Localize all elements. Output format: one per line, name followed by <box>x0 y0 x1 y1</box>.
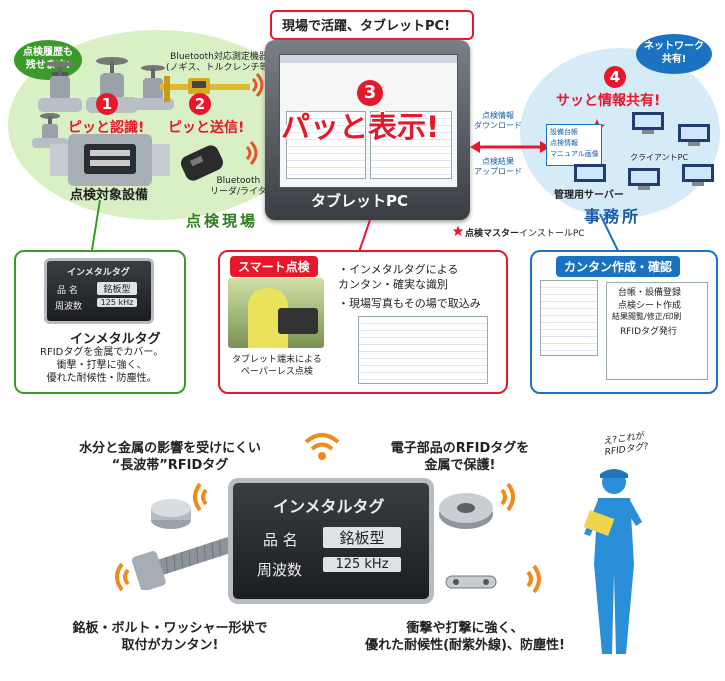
plate-title: インメタルタグ <box>273 497 385 516</box>
bt-device-label: Bluetooth対応測定機器 (ノギス、トルクレンチ等) <box>166 52 273 73</box>
step2-label: ピッと送信! <box>168 120 245 136</box>
easy-item: 台帳・設備登録 <box>618 288 682 298</box>
equipment-label: 点検対象設備 <box>70 188 149 203</box>
step4-label: サッと情報共有! <box>556 93 661 109</box>
step3-label: パッと表示! <box>281 110 440 144</box>
easy-item: 点検シート作成 <box>618 301 682 311</box>
person-speech: え?これが RFIDタグ? <box>602 431 649 458</box>
server-icon <box>574 164 606 182</box>
bolt-tag-icon <box>131 536 234 590</box>
wifi-icon <box>245 140 258 166</box>
tablet-headline-box <box>270 10 474 40</box>
plate-row2-val: 125 kHz <box>323 557 401 572</box>
plate-row1-key: 品 名 <box>263 531 298 549</box>
easy-item: RFIDタグ発行 <box>620 327 678 337</box>
screen-table <box>286 111 366 179</box>
tag-plate-row2-val: 125 kHz <box>97 298 137 307</box>
bt-reader-label: Bluetooth リーダ/ライタ <box>210 176 267 197</box>
tag-plate-large: インメタルタグ 品 名 銘板型 周波数 125 kHz <box>228 478 434 604</box>
star-icon <box>452 225 464 237</box>
upload-label: 点検結果 アップロード <box>474 157 522 176</box>
wifi-icon <box>115 562 130 592</box>
field-area-label: 点検現場 <box>186 212 259 230</box>
smart-panel-title: スマート点検 <box>230 256 318 277</box>
step1-label: ピッと認識! <box>68 120 145 136</box>
coin-tag-icon <box>151 499 191 529</box>
valve-icon <box>38 61 82 112</box>
install-note-suffix: インストールPC <box>519 229 585 239</box>
screen-header-bar <box>280 55 457 63</box>
tag-plate-row1-val: 銘板型 <box>97 282 137 295</box>
client-pc-icon <box>628 168 660 190</box>
caliper-icon <box>160 76 250 102</box>
pipe-equipment-icon <box>50 134 170 186</box>
download-label: 点検情報 ダウンロード <box>474 111 522 130</box>
callout-top-right: 電子部品のRFIDタグを 金属で保護! <box>390 441 530 473</box>
network-bubble-text: ネットワーク 共有! <box>644 41 704 65</box>
connector-lines <box>91 199 621 256</box>
tag-plate-row2-key: 周波数 <box>55 302 83 312</box>
tag-panel-title: インメタルタグ <box>70 332 161 347</box>
easy-screenshot-1 <box>540 280 598 356</box>
document-label: 設備台帳 点検情報 マニュアル画像 <box>550 128 599 158</box>
tag-panel-desc: RFIDタグを金属でカバー。 衝撃・打撃に強く、 優れた耐候性・防塵性。 <box>40 347 164 384</box>
wifi-icon <box>304 433 340 460</box>
tablet-screen <box>279 54 458 188</box>
install-note-product: 点検マスター <box>465 229 520 239</box>
callout-bottom-left: 銘板・ボルト・ワッシャー形状で 取付がカンタン! <box>72 621 268 653</box>
step4-number: 4 <box>604 66 626 88</box>
tablet-in-hand <box>278 308 318 334</box>
valve-icon <box>132 65 174 110</box>
smart-bullet2: ・現場写真もその場で取込み <box>338 297 481 310</box>
tablet-pc: 3 パッと表示! タブレットPC <box>265 40 470 220</box>
screen-table <box>370 111 452 179</box>
install-note: 点検マスターインストールPC <box>465 226 585 239</box>
double-arrow-icon <box>470 141 550 153</box>
step3-number: 3 <box>357 80 383 106</box>
smart-caption: タブレット端末による ペーパーレス点検 <box>232 355 322 377</box>
network-bubble: ネットワーク 共有! <box>636 34 712 74</box>
wifi-icon <box>526 564 541 594</box>
worker-photo <box>228 278 324 348</box>
worker-person-icon <box>583 469 642 654</box>
rfid-reader-icon <box>181 145 223 181</box>
office-area-label: 事務所 <box>584 207 642 226</box>
plate-row1-val: 銘板型 <box>323 527 401 548</box>
wifi-icon <box>251 72 264 98</box>
tablet-label: タブレットPC <box>311 192 409 210</box>
tag-plate-title: インメタルタグ <box>67 268 130 278</box>
easy-item: 結果閲覧/修正/印刷 <box>612 312 682 321</box>
plate-row2-key: 周波数 <box>257 561 303 579</box>
client-pc-icon <box>678 124 710 146</box>
wifi-icon <box>500 482 515 512</box>
clip-tag-icon <box>445 575 497 589</box>
easy-panel-title: カンタン作成・確認 <box>556 256 681 277</box>
wifi-icon <box>193 482 208 512</box>
step1-number: 1 <box>96 93 118 115</box>
tag-plate-small: インメタルタグ 品 名 銘板型 周波数 125 kHz <box>44 258 154 324</box>
easy-items-box: 台帳・設備登録 点検シート作成 結果閲覧/修正/印刷 RFIDタグ発行 <box>612 284 702 340</box>
smart-bullet1: ・インメタルタグによる カンタン・確実な識別 <box>338 263 459 291</box>
step2-number: 2 <box>189 93 211 115</box>
tablet-headline: 現場で活躍、タブレットPC! <box>282 19 450 34</box>
smart-screenshot <box>358 316 488 384</box>
client-pc-label: クライアントPC <box>630 153 689 162</box>
callout-bottom-right: 衝撃や打撃に強く、 優れた耐候性(耐紫外線)、防塵性! <box>365 621 565 653</box>
server-label: 管理用サーバー <box>554 190 624 201</box>
callout-top-left: 水分と金属の影響を受けにくい “長波帯”RFIDタグ <box>79 441 261 473</box>
tag-plate-row1-key: 品 名 <box>57 286 78 296</box>
client-pc-icon <box>632 112 664 134</box>
client-pc-icon <box>682 164 714 186</box>
washer-tag-icon <box>439 493 493 529</box>
